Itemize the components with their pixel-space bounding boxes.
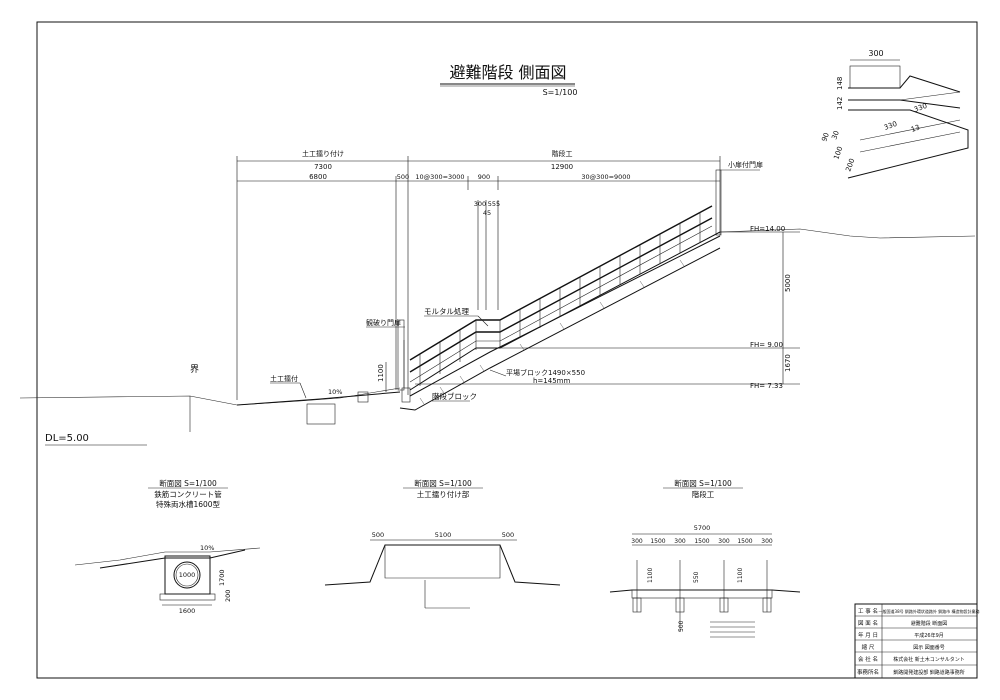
section3-bottom: 500 <box>678 620 685 632</box>
inset-w: 300 <box>868 49 883 58</box>
tb-key-5: 事務所名 <box>857 668 879 676</box>
dim-mid-c: 45 <box>483 209 491 217</box>
tb-val-4: 株式会社 新土木コンサルタント <box>893 656 965 663</box>
section1-sub2: 特殊両水槽1600型 <box>156 499 221 509</box>
section1-sub1: 鉄筋コンクリート管 <box>154 489 222 499</box>
section3-seg-1: 1500 <box>650 538 665 545</box>
inset-h2: 142 <box>836 97 844 110</box>
fh-top: FH=14.00 <box>750 225 785 233</box>
staircase-body <box>357 169 722 411</box>
dim-right-total: 12900 <box>551 163 573 171</box>
dim-left-group: 土工擂り付け <box>302 149 344 158</box>
label-boundary: 界 <box>190 364 199 375</box>
section2-w-right: 500 <box>502 531 514 539</box>
tb-val-3: 図示 図面番号 <box>913 644 945 651</box>
label-embankment: 土工擂付 <box>270 374 298 383</box>
tb-key-3: 縮 尺 <box>862 643 875 651</box>
label-small-gate: 小扉付門扉 <box>728 160 763 169</box>
fh-mid: FH= 9.00 <box>750 341 783 349</box>
ground-profile <box>19 228 976 432</box>
section3-seg-3: 1500 <box>694 538 709 545</box>
section3-total: 5700 <box>694 524 711 532</box>
tb-key-1: 図 面 名 <box>858 619 878 627</box>
section-embankment: 断面図 S=1/100 土工擂り付け部 500 5100 500 <box>324 478 561 609</box>
tb-key-4: 会 社 名 <box>858 655 878 663</box>
section3-seg-6: 300 <box>761 538 773 545</box>
rail-height: 1100 <box>377 364 385 382</box>
section2-w-mid: 5100 <box>435 531 452 539</box>
tb-val-2: 平成26年9月 <box>914 632 944 639</box>
inset-d4: 90 <box>820 132 831 143</box>
inset-detail: 300 148 142 330 330 13 90 30 100 200 <box>820 49 969 179</box>
dim-seg3: 30@300=9000 <box>581 173 630 181</box>
section3-sub1: 階段工 <box>692 489 715 499</box>
section3-segment-labels: 300 1500 300 1500 300 1500 300 <box>631 538 773 545</box>
section3-h2: 550 <box>693 571 700 583</box>
top-dimensions: 土工擂り付け 7300 6800 500 階段工 12900 10@300=30… <box>236 149 721 400</box>
label-flat-block-h: h=145mm <box>533 377 570 385</box>
label-mortar: モルタル処理 <box>424 306 469 316</box>
main-scale: S=1/100 <box>543 88 578 97</box>
dim-left-a: 6800 <box>309 173 327 181</box>
dim-mid-b: 555 <box>488 200 500 208</box>
inset-d1: 330 <box>913 102 928 114</box>
callouts: 小扉付門扉 観破り門扉 モルタル処理 平場ブロック1490×550 h=145m… <box>190 160 763 402</box>
section2-sub1: 土工擂り付け部 <box>417 489 470 499</box>
section1-side: 200 <box>224 590 232 602</box>
label-flat-block: 平場ブロック1490×550 <box>506 368 585 377</box>
inset-h1: 148 <box>836 77 844 90</box>
section-stairs: 断面図 S=1/100 階段工 5700 300 1500 300 1500 3… <box>609 478 801 638</box>
tb-val-0: 一般国道38号 釧路外環状道路外 釧路市 構造物設計業務 <box>879 608 980 614</box>
section3-h3: 1100 <box>737 568 744 583</box>
section2-w-left: 500 <box>372 531 384 539</box>
section3-seg-4: 300 <box>718 538 730 545</box>
dim-right-group: 階段工 <box>552 149 573 158</box>
section1-slope: 10% <box>200 544 214 552</box>
dl-level: DL=5.00 <box>45 433 89 444</box>
section3-seg-0: 300 <box>631 538 643 545</box>
inset-d7: 200 <box>844 157 856 172</box>
drawing-title: 避難階段 側面図 <box>449 63 566 82</box>
label-slope: 10% <box>328 388 342 396</box>
dim-mid-a: 300 <box>474 200 486 208</box>
label-step-block: 階段ブロック <box>432 391 477 401</box>
label-pull-gate: 観破り門扉 <box>366 318 401 327</box>
tb-key-2: 年 月 日 <box>858 631 878 639</box>
section3-seg-2: 300 <box>674 538 686 545</box>
fh-low: FH= 7.33 <box>750 382 783 390</box>
level-marks: FH=14.00 FH= 9.00 FH= 7.33 5000 1670 110… <box>45 225 800 446</box>
h-lower: 1670 <box>784 354 792 372</box>
section1-d-pipe: 1000 <box>179 571 196 579</box>
section3-title: 断面図 S=1/100 <box>674 478 732 488</box>
inset-d6: 100 <box>832 145 844 160</box>
section3-h1: 1100 <box>647 568 654 583</box>
dim-seg2: 900 <box>478 173 490 181</box>
tb-val-5: 釧路開発建設部 釧路道路事務所 <box>893 669 965 676</box>
section2-title: 断面図 S=1/100 <box>414 478 472 488</box>
inset-d5: 30 <box>830 130 841 141</box>
section1-w: 1600 <box>179 607 196 615</box>
section1-title: 断面図 S=1/100 <box>159 478 217 488</box>
section3-seg-5: 1500 <box>737 538 752 545</box>
section1-h: 1700 <box>218 569 226 586</box>
dim-seg1: 10@300=3000 <box>415 173 464 181</box>
sheet-border <box>36 21 978 679</box>
title-block: 工 事 名 一般国道38号 釧路外環状道路外 釧路市 構造物設計業務 図 面 名… <box>854 603 980 679</box>
dim-left-total: 7300 <box>314 163 332 171</box>
tb-val-1: 避難階段 断面図 <box>911 620 948 627</box>
h-upper: 5000 <box>784 274 792 292</box>
section-pipe: 断面図 S=1/100 鉄筋コンクリート管 特殊両水槽1600型 10% 100… <box>74 478 261 615</box>
tb-key-0: 工 事 名 <box>858 607 878 615</box>
inset-d3: 13 <box>910 123 921 134</box>
inset-d2: 330 <box>883 120 898 132</box>
dim-left-b: 500 <box>397 173 409 181</box>
